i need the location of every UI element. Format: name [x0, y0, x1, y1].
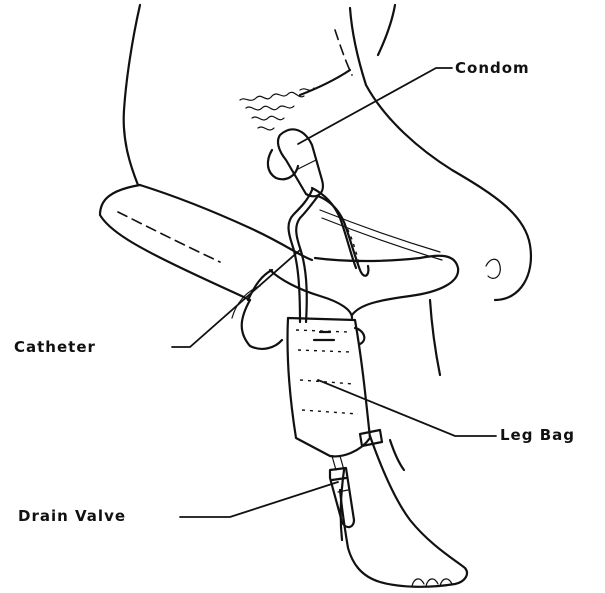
condom-and-tubing: [278, 129, 368, 322]
label-leaders: [172, 68, 496, 517]
catheter-leader-line: [172, 250, 300, 347]
condom-leader-line: [298, 68, 452, 144]
catheter-label: Catheter: [14, 340, 96, 355]
leg-bag: [287, 318, 382, 470]
lower-leg-and-foot: [340, 436, 467, 587]
drain-valve-leader-line: [180, 482, 338, 517]
leg-bag-leader-line: [318, 380, 496, 436]
condom-label: Condom: [455, 61, 530, 76]
leg-bag-label: Leg Bag: [500, 428, 575, 443]
drain-valve-label: Drain Valve: [18, 509, 126, 524]
thigh-and-knee: [100, 185, 458, 349]
